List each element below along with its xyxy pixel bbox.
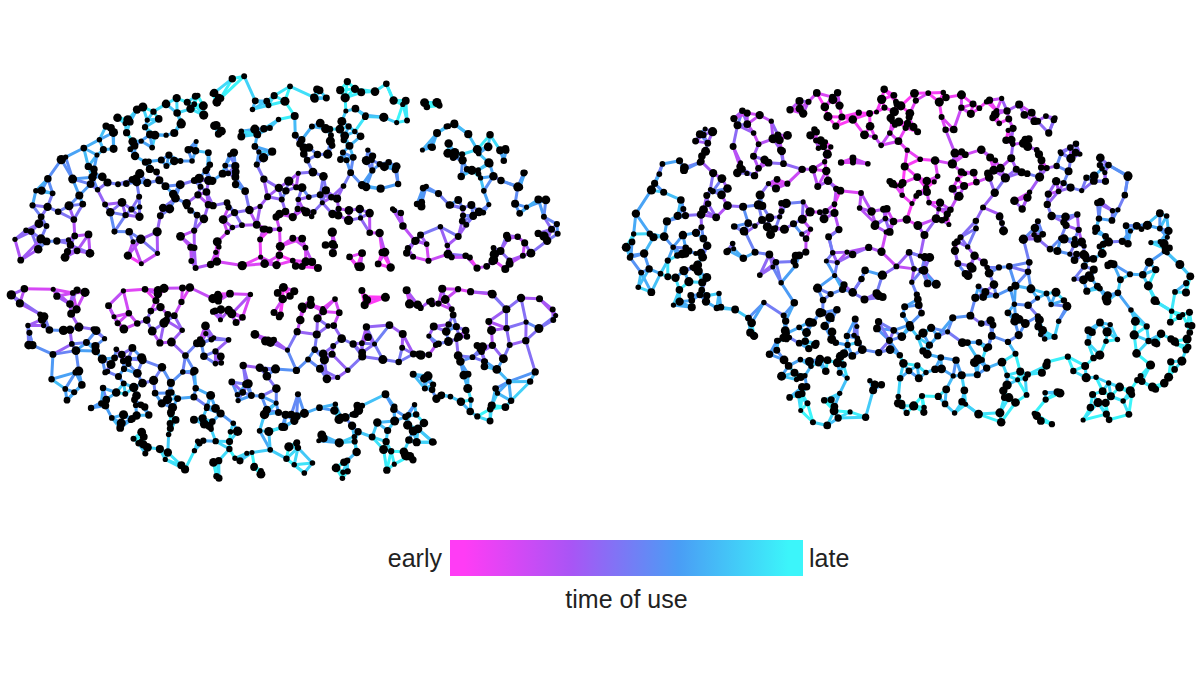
network-link [244,76,255,101]
network-link [526,341,535,372]
network-link [362,394,385,405]
network-links [11,76,1191,478]
network-link [123,291,128,313]
network-link [141,253,157,263]
network-link [511,381,530,400]
network-link [397,104,403,122]
network-link [52,354,53,379]
network-link [11,295,40,314]
network-link [1172,292,1175,311]
